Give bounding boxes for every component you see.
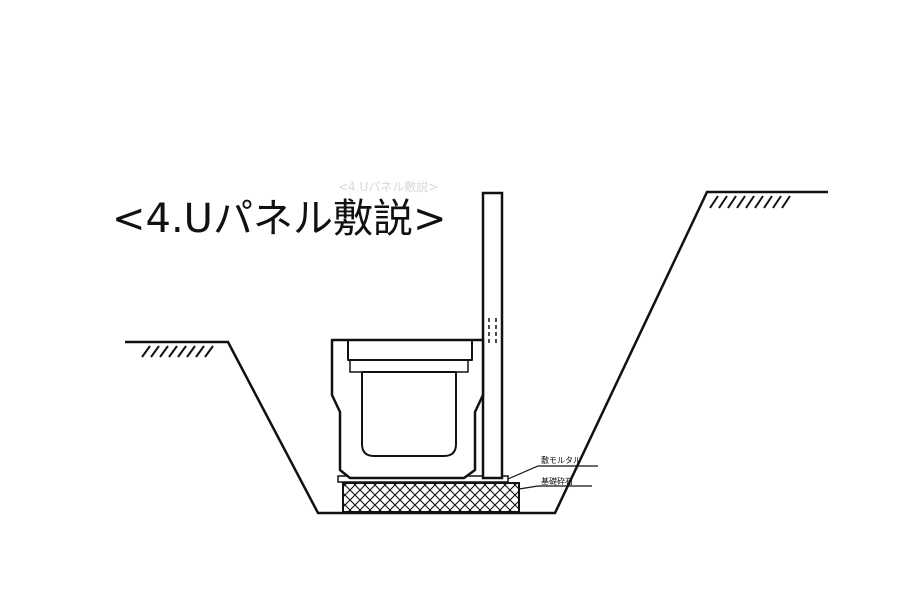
leader-lines — [507, 465, 598, 490]
base-stone-layer — [342, 482, 520, 513]
vertical-panel — [481, 191, 504, 480]
base-stone-label: 基礎砕石 — [541, 476, 573, 486]
ground-hatch-right — [709, 195, 791, 209]
diagram-title: <4.Uパネル敷説> — [112, 196, 447, 242]
mortar-label: 敷モルタル — [541, 455, 581, 465]
ground-hatch-left — [141, 345, 214, 358]
faint-title-ghost: <4.Uパネル敷説> — [338, 180, 439, 194]
u-gutter-block — [330, 338, 485, 480]
